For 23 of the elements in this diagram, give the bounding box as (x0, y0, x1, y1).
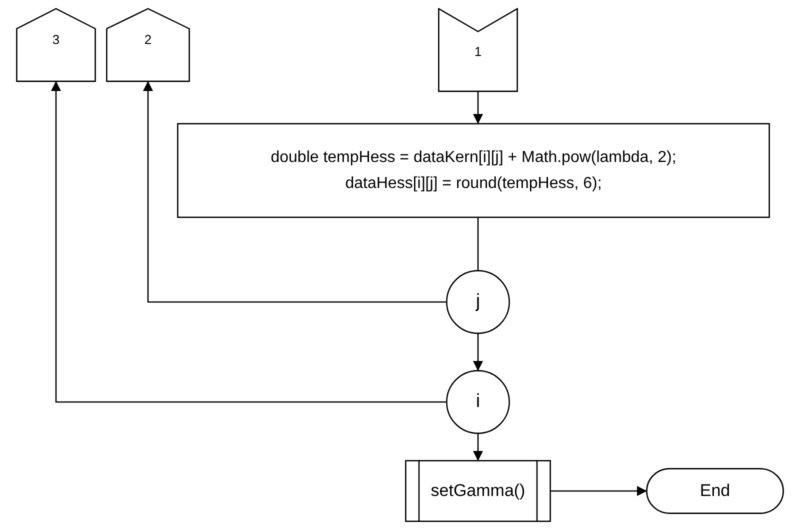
arrow (51, 81, 446, 403)
arrow (551, 486, 647, 496)
node-label: 1 (474, 43, 482, 61)
connector-circle (446, 270, 510, 334)
off-page-connector (16, 8, 96, 82)
node-label: End (700, 480, 730, 502)
node-label: double tempHess = dataKern[i][j] + Math.pow(lambda, 2); (270, 148, 676, 168)
node-label: setGamma() (430, 480, 526, 502)
arrow (473, 92, 483, 124)
off-page-connector (438, 8, 518, 92)
node-label: i (476, 390, 480, 414)
connector-circle (446, 370, 510, 434)
node-label: 3 (52, 31, 60, 49)
arrow (473, 334, 483, 371)
node-label: j (476, 290, 480, 314)
node-label: dataHess[i][j] = round(tempHess, 6); (345, 174, 602, 194)
predefined-process-box (405, 460, 551, 522)
off-page-connector (106, 8, 190, 82)
arrow (143, 81, 446, 303)
node-label: 2 (144, 31, 152, 49)
arrow (473, 434, 483, 461)
terminator (646, 468, 784, 514)
process-box (177, 123, 770, 218)
